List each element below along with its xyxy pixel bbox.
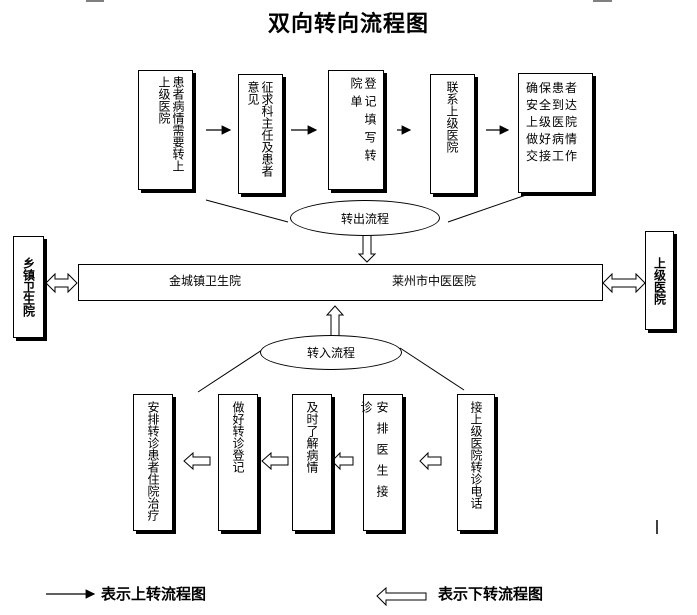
legend-up-label: 表示上转流程图 — [101, 585, 207, 603]
left-hospital-name: 金城镇卫生院 — [169, 274, 242, 288]
in-line-left — [197, 349, 263, 393]
out-step-4: 联系上级医院 — [430, 74, 475, 194]
in-arrow-1 — [419, 451, 442, 471]
left-double-arrow — [45, 272, 78, 294]
in-line-right — [399, 347, 465, 391]
in-step-2: 安排医生接诊 — [359, 394, 403, 531]
outgoing-ellipse: 转出流程 — [290, 200, 440, 236]
right-double-arrow — [602, 272, 646, 294]
right-hospital-name: 莱州市中医医院 — [392, 274, 477, 288]
in-step-3: 及时了解病情 — [292, 394, 332, 531]
legend-down-arrow — [376, 586, 427, 607]
right-side-box: 上级医院 — [645, 231, 674, 330]
out-line-right — [447, 194, 527, 223]
in-step-4: 做好转诊登记 — [218, 394, 258, 531]
down-hollow-arrow — [357, 234, 377, 263]
out-line-left — [205, 199, 289, 223]
out-step-1-label-b: 上级医院 — [157, 76, 171, 124]
out-step-1-label: 患者病情需要转上 — [171, 76, 185, 172]
in-arrow-4 — [183, 451, 211, 471]
out-step-2: 征求科主任及患者意见 — [238, 74, 283, 194]
in-arrow-3 — [261, 451, 289, 471]
out-step-3: 登记填写转院单 — [328, 70, 384, 190]
out-step-1: 患者病情需要转上 上级医院 — [138, 70, 193, 190]
diagram-title: 双向转向流程图 — [267, 11, 429, 37]
legend-down-label: 表示下转流程图 — [438, 585, 544, 603]
incoming-ellipse: 转入流程 — [260, 335, 402, 370]
in-arrow-2 — [331, 451, 354, 471]
in-step-1: 接上级医院转诊电话 — [457, 394, 495, 531]
left-side-box: 乡镇卫生院 — [13, 236, 44, 338]
out-step-5: 确保患者安全到达上级医院做好病情交接工作 — [518, 73, 593, 193]
center-bar: 金城镇卫生院 莱州市中医医院 — [78, 264, 603, 301]
in-step-5: 安排转诊患者住院治疗 — [133, 394, 173, 531]
